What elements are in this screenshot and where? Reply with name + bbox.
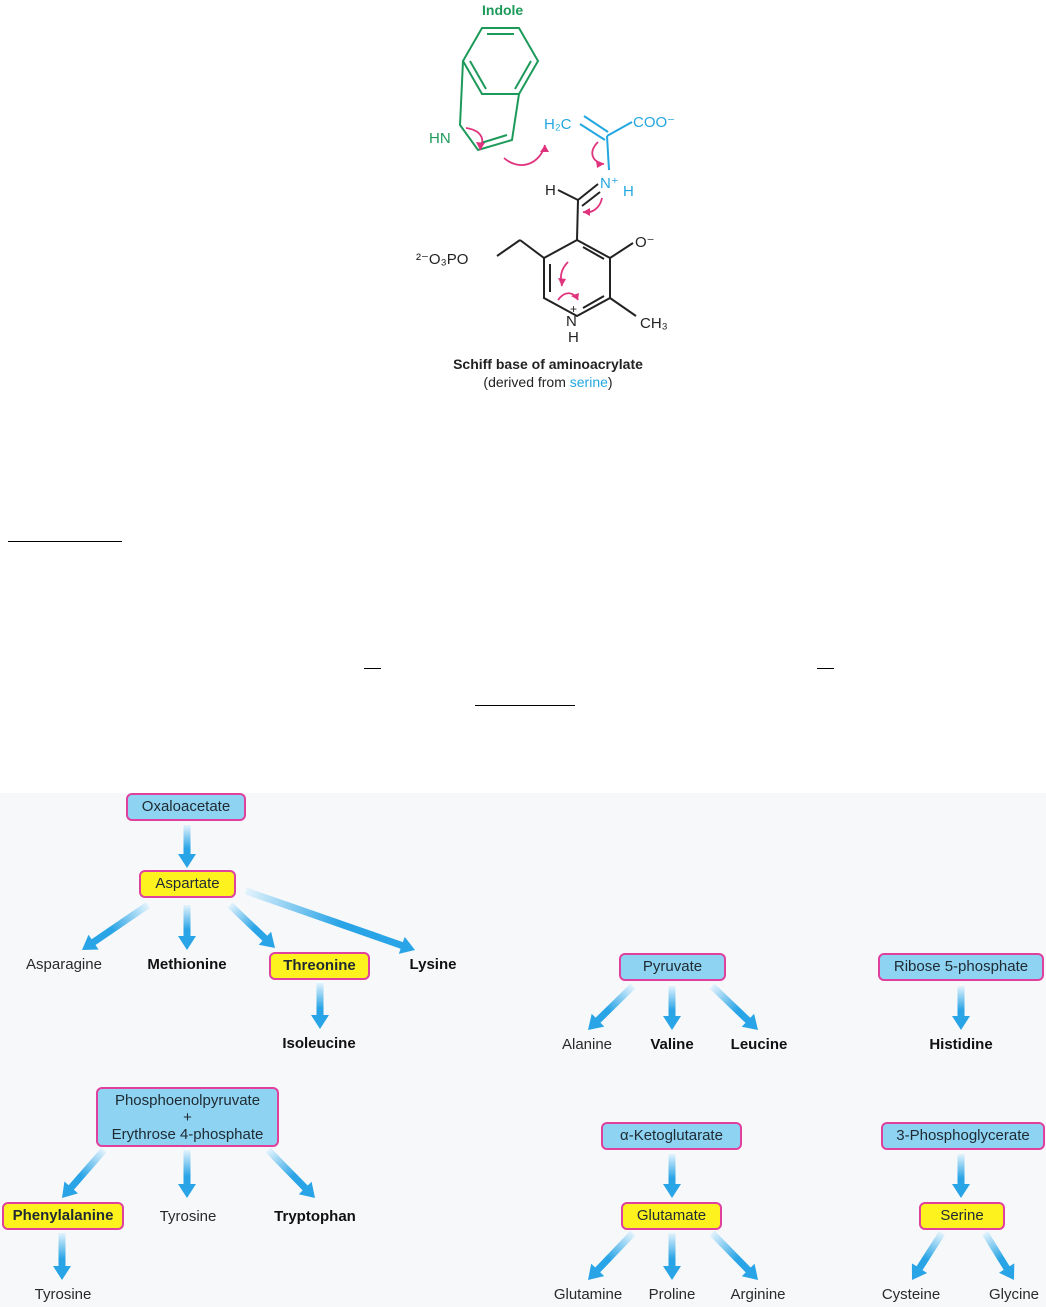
arrow-oxaloacetate-aspartate xyxy=(178,825,196,868)
pathway-arrows xyxy=(53,825,1015,1280)
arrow-phenylalanine-tyrosine xyxy=(53,1233,71,1280)
phenylalanine-node: Phenylalanine xyxy=(2,1202,124,1230)
tryptophan-label: Tryptophan xyxy=(274,1208,356,1225)
caption-sub-serine: serine xyxy=(570,374,608,390)
schiff-base-mechanism-figure: Indole HN H₂C COO⁻ N⁺ H H O⁻ ²⁻O₃PO + N … xyxy=(416,2,675,390)
valine-label: Valine xyxy=(650,1036,694,1053)
n-h-label: H xyxy=(623,183,634,200)
indole-nh-label: HN xyxy=(429,130,451,147)
pep-line1: Phosphoenolpyruvate xyxy=(114,1091,261,1109)
methyl-label: CH₃ xyxy=(640,315,668,332)
methionine-label: Methionine xyxy=(147,956,227,973)
n-plus-label: N⁺ xyxy=(600,175,619,192)
arrow-serine-cysteine xyxy=(911,1231,945,1280)
divider-line xyxy=(8,541,122,542)
arrow-aspartate-lysine xyxy=(244,887,415,954)
histidine-label: Histidine xyxy=(929,1036,993,1053)
pep-line3: Erythrose 4-phosphate xyxy=(111,1125,264,1143)
curved-arrow-heads xyxy=(476,142,604,300)
arrow-pyruvate-valine xyxy=(663,986,681,1030)
indole-structure xyxy=(458,27,540,152)
alpha-ketoglutarate-node: α-Ketoglutarate xyxy=(601,1122,742,1150)
arrow-phosphoglycerate-serine xyxy=(952,1154,970,1198)
ring-n-label: N xyxy=(566,313,577,330)
caption-subtitle: (derived from serine) xyxy=(483,374,612,390)
serine-node: Serine xyxy=(919,1202,1005,1230)
lysine-label: Lysine xyxy=(409,956,457,973)
ring-n-plus-label: + xyxy=(570,302,577,316)
ring-h-label: H xyxy=(568,329,579,346)
glycine-label: Glycine xyxy=(988,1286,1040,1303)
arrow-glutamate-proline xyxy=(663,1233,681,1280)
arrow-pyruvate-leucine xyxy=(709,983,758,1030)
caption-sub-prefix: (derived from xyxy=(483,374,569,390)
arrow-threonine-isoleucine xyxy=(311,983,329,1029)
imine-h-label: H xyxy=(545,182,556,199)
arrow-ketoglutarate-glutamate xyxy=(663,1154,681,1198)
tyrosine-bottom-label: Tyrosine xyxy=(34,1286,92,1303)
arrow-ribose-histidine xyxy=(952,986,970,1030)
divider-line xyxy=(817,668,834,669)
arrow-aspartate-asparagine xyxy=(82,902,150,950)
arrow-aspartate-threonine xyxy=(227,902,275,948)
plp-ring-structure xyxy=(496,183,637,318)
pyruvate-node: Pyruvate xyxy=(619,953,726,981)
glutamine-label: Glutamine xyxy=(553,1286,623,1303)
arrow-pyruvate-alanine xyxy=(588,983,636,1030)
arrow-pep-tryptophan xyxy=(265,1147,315,1198)
asparagine-label: Asparagine xyxy=(26,956,102,973)
coo-label: COO⁻ xyxy=(633,114,675,131)
pep-erythrose-node: Phosphoenolpyruvate+Erythrose 4-phosphat… xyxy=(96,1087,279,1147)
o-minus-label: O⁻ xyxy=(635,234,655,251)
3-phosphoglycerate-node: 3-Phosphoglycerate xyxy=(881,1122,1045,1150)
caption-title: Schiff base of aminoacrylate xyxy=(453,356,643,372)
isoleucine-label: Isoleucine xyxy=(282,1035,356,1052)
leucine-label: Leucine xyxy=(730,1036,788,1053)
cysteine-label: Cysteine xyxy=(881,1286,941,1303)
glutamate-node: Glutamate xyxy=(621,1202,722,1230)
arrow-serine-glycine xyxy=(982,1231,1015,1280)
alanine-label: Alanine xyxy=(561,1036,613,1053)
arrow-pep-phenylalanine xyxy=(62,1147,107,1198)
oxaloacetate-node: Oxaloacetate xyxy=(126,793,246,821)
amino-acid-biosynthesis-diagram: Oxaloacetate Aspartate Asparagine Methio… xyxy=(0,793,1046,1307)
phosphate-label: ²⁻O₃PO xyxy=(416,251,468,268)
arrow-glutamate-arginine xyxy=(709,1230,758,1280)
ch2-label: H₂C xyxy=(544,116,572,133)
tyrosine-mid-label: Tyrosine xyxy=(159,1208,217,1225)
arginine-label: Arginine xyxy=(730,1286,786,1303)
divider-line xyxy=(364,668,381,669)
arrow-pep-tyrosine xyxy=(178,1150,196,1198)
indole-label: Indole xyxy=(482,2,523,18)
arrow-aspartate-methionine xyxy=(178,905,196,950)
aspartate-node: Aspartate xyxy=(139,870,236,898)
divider-line xyxy=(475,705,575,706)
proline-label: Proline xyxy=(648,1286,696,1303)
ribose-5-phosphate-node: Ribose 5-phosphate xyxy=(878,953,1044,981)
threonine-node: Threonine xyxy=(269,952,370,980)
caption-sub-suffix: ) xyxy=(608,374,613,390)
pep-line2: + xyxy=(183,1108,192,1126)
aminoacrylate-structure xyxy=(579,115,633,171)
curved-arrows xyxy=(465,127,605,301)
arrow-glutamate-glutamine xyxy=(588,1230,636,1280)
